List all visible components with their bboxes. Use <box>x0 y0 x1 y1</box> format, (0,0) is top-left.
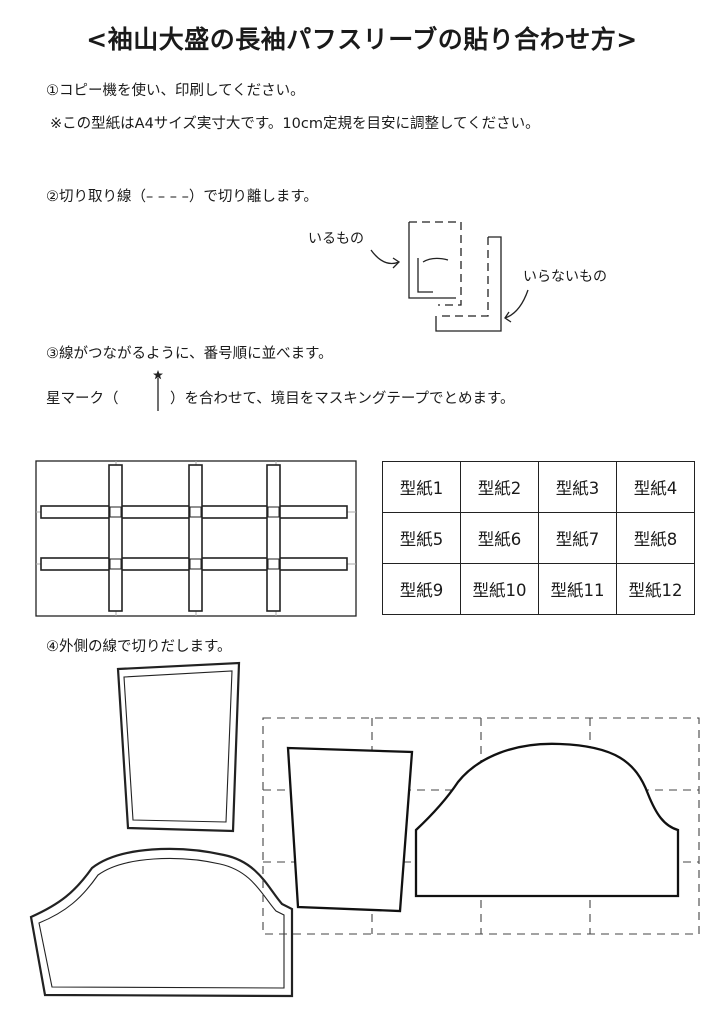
star-mark-icon <box>153 370 163 411</box>
step-2-text: ②切り取り線（– – – –）で切り離します。 <box>46 189 318 205</box>
table-cell: 型紙12 <box>616 563 695 615</box>
table-row: 型紙1 型紙2 型紙3 型紙4 <box>382 461 695 513</box>
keep-piece-outline <box>408 222 456 299</box>
keep-label: いるもの <box>308 231 364 247</box>
tape-strips <box>40 464 348 612</box>
layout-upper-piece <box>414 742 680 898</box>
star-instruction-start: 星マーク（ <box>46 391 119 407</box>
step-4-text: ④外側の線で切りだします。 <box>46 639 232 655</box>
table-row: 型紙9 型紙10 型紙11 型紙12 <box>382 563 695 615</box>
discard-piece-cutline <box>440 237 489 317</box>
lower-piece-inner <box>123 670 233 823</box>
step-1-note: ※この型紙はA4サイズ実寸大です。10cm定規を目安に調整してください。 <box>50 116 540 132</box>
keep-arrow-head <box>392 257 401 269</box>
page-title: <袖山大盛の長袖パフスリーブの貼り合わせ方> <box>86 25 638 54</box>
discard-label: いらないもの <box>523 269 607 285</box>
step-3-text: ③線がつながるように、番号順に並べます。 <box>46 346 333 362</box>
star-instruction-end: ）を合わせて、境目をマスキングテープでとめます。 <box>170 391 515 407</box>
table-cell: 型紙10 <box>460 563 539 615</box>
table-cell: 型紙1 <box>382 461 461 513</box>
table-cell: 型紙8 <box>616 512 695 564</box>
table-cell: 型紙4 <box>616 461 695 513</box>
discard-piece-outline <box>435 236 502 332</box>
discard-arrow-head <box>504 311 512 323</box>
table-cell: 型紙7 <box>538 512 617 564</box>
lower-piece-outline <box>116 661 241 833</box>
keep-piece-inner <box>417 258 433 293</box>
layout-lower-piece <box>286 746 414 913</box>
upper-piece-inner <box>38 857 285 989</box>
upper-piece-outline <box>29 847 294 998</box>
discard-arrow <box>504 289 529 319</box>
keep-piece-cutline <box>409 221 462 306</box>
layout-pieces <box>286 742 680 913</box>
table-row: 型紙5 型紙6 型紙7 型紙8 <box>382 512 695 564</box>
lower-sleeve-piece <box>116 661 241 833</box>
pattern-layout-table: 型紙1 型紙2 型紙3 型紙4 型紙5 型紙6 型紙7 型紙8 型紙9 型紙10… <box>382 461 695 615</box>
keep-piece-curve <box>422 257 449 263</box>
step-1-text: ①コピー機を使い、印刷してください。 <box>46 83 305 99</box>
keep-arrow <box>370 249 400 265</box>
upper-sleeve-piece <box>29 847 294 998</box>
cut-line-diagram <box>370 221 529 332</box>
arrangement-grid-diagram <box>35 460 357 617</box>
